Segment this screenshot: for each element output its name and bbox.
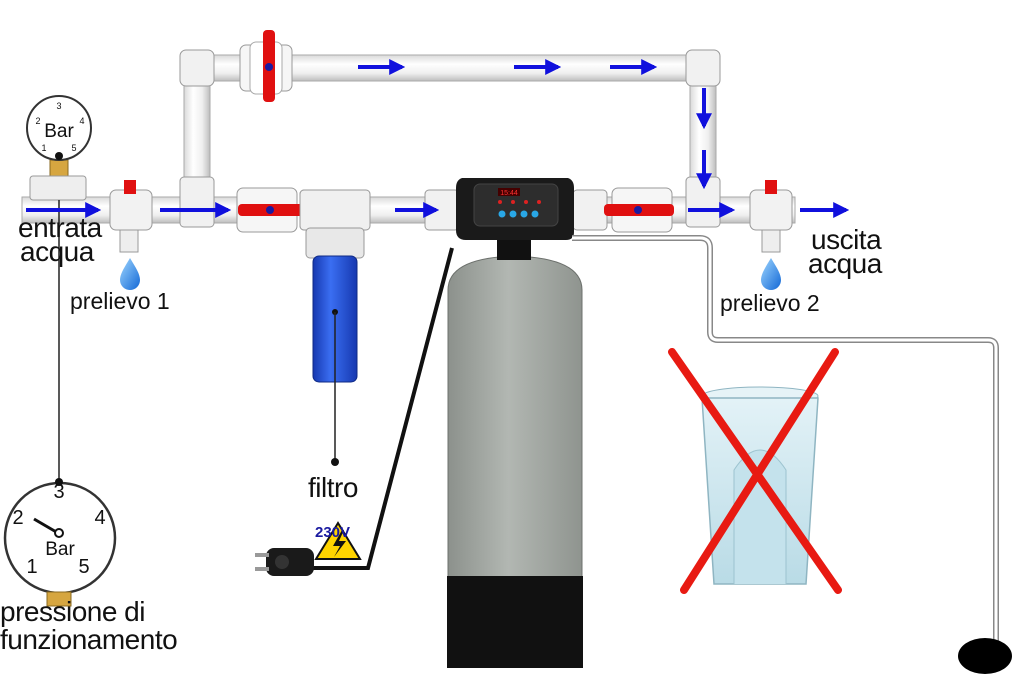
inlet-label-line-2: acqua xyxy=(20,236,94,267)
gauge-tick: 3 xyxy=(53,481,64,503)
controller-display-text: 15:44 xyxy=(500,190,518,197)
flow-arrows xyxy=(26,59,850,218)
bypass-valve xyxy=(239,30,293,102)
gauge-tick: 3 xyxy=(56,101,61,111)
sampling-tap-1 xyxy=(109,180,153,290)
gauge-tick: 5 xyxy=(71,143,76,153)
voltage-label: 230V xyxy=(315,524,350,541)
pressure-label-line-2: funzionamento xyxy=(0,624,178,655)
controller-button xyxy=(509,210,517,218)
floor-drain xyxy=(958,638,1012,674)
control-valve-head: 15:44 xyxy=(456,178,574,260)
pressure-label-line-1: pressione di xyxy=(0,596,145,627)
gauge-tick: 1 xyxy=(41,143,46,153)
cross-icon xyxy=(668,348,842,594)
union-fitting xyxy=(572,189,608,231)
outlet-label-line-2: acqua xyxy=(808,248,882,279)
operating-pressure-gauge: Bar 1 2 3 4 5 xyxy=(3,478,117,607)
sampling-tap-2 xyxy=(749,180,793,290)
plug-icon xyxy=(255,548,314,576)
controller-button xyxy=(520,210,528,218)
gauge-unit-label: Bar xyxy=(44,121,74,142)
tap-1-label: prelievo 1 xyxy=(70,288,170,314)
power-cord: 230V xyxy=(255,247,454,576)
gauge-tick: 5 xyxy=(78,556,89,578)
drain-line xyxy=(572,235,1012,674)
water-drop-icon xyxy=(120,258,140,290)
gauge-tick: 4 xyxy=(94,507,105,529)
tap-2-label: prelievo 2 xyxy=(720,290,820,316)
gauge-tick: 4 xyxy=(79,116,84,126)
controller-button xyxy=(531,210,539,218)
elbow-fitting xyxy=(685,49,721,87)
controller-button xyxy=(498,210,506,218)
filter-label: filtro xyxy=(308,472,358,503)
gauge-tick: 2 xyxy=(12,507,23,529)
outlet-label-line-1: uscita xyxy=(811,224,882,255)
controller-display xyxy=(498,188,520,196)
warning-triangle-icon xyxy=(314,521,362,560)
gauge-tick: 1 xyxy=(26,556,37,578)
inlet-valve xyxy=(236,187,308,233)
gauge-tick: 2 xyxy=(35,116,40,126)
tee-fitting xyxy=(179,176,215,228)
softener-tank xyxy=(447,255,583,668)
inlet-pressure-gauge: Bar 1 2 3 4 5 xyxy=(26,95,92,201)
elbow-fitting xyxy=(179,49,215,87)
inlet-label-line-1: entrata xyxy=(18,212,102,243)
outlet-valve xyxy=(604,187,674,233)
brine-tank xyxy=(701,386,819,585)
water-drop-icon xyxy=(761,258,781,290)
tank-base xyxy=(447,576,583,668)
gauge-unit-label: Bar xyxy=(45,539,75,560)
